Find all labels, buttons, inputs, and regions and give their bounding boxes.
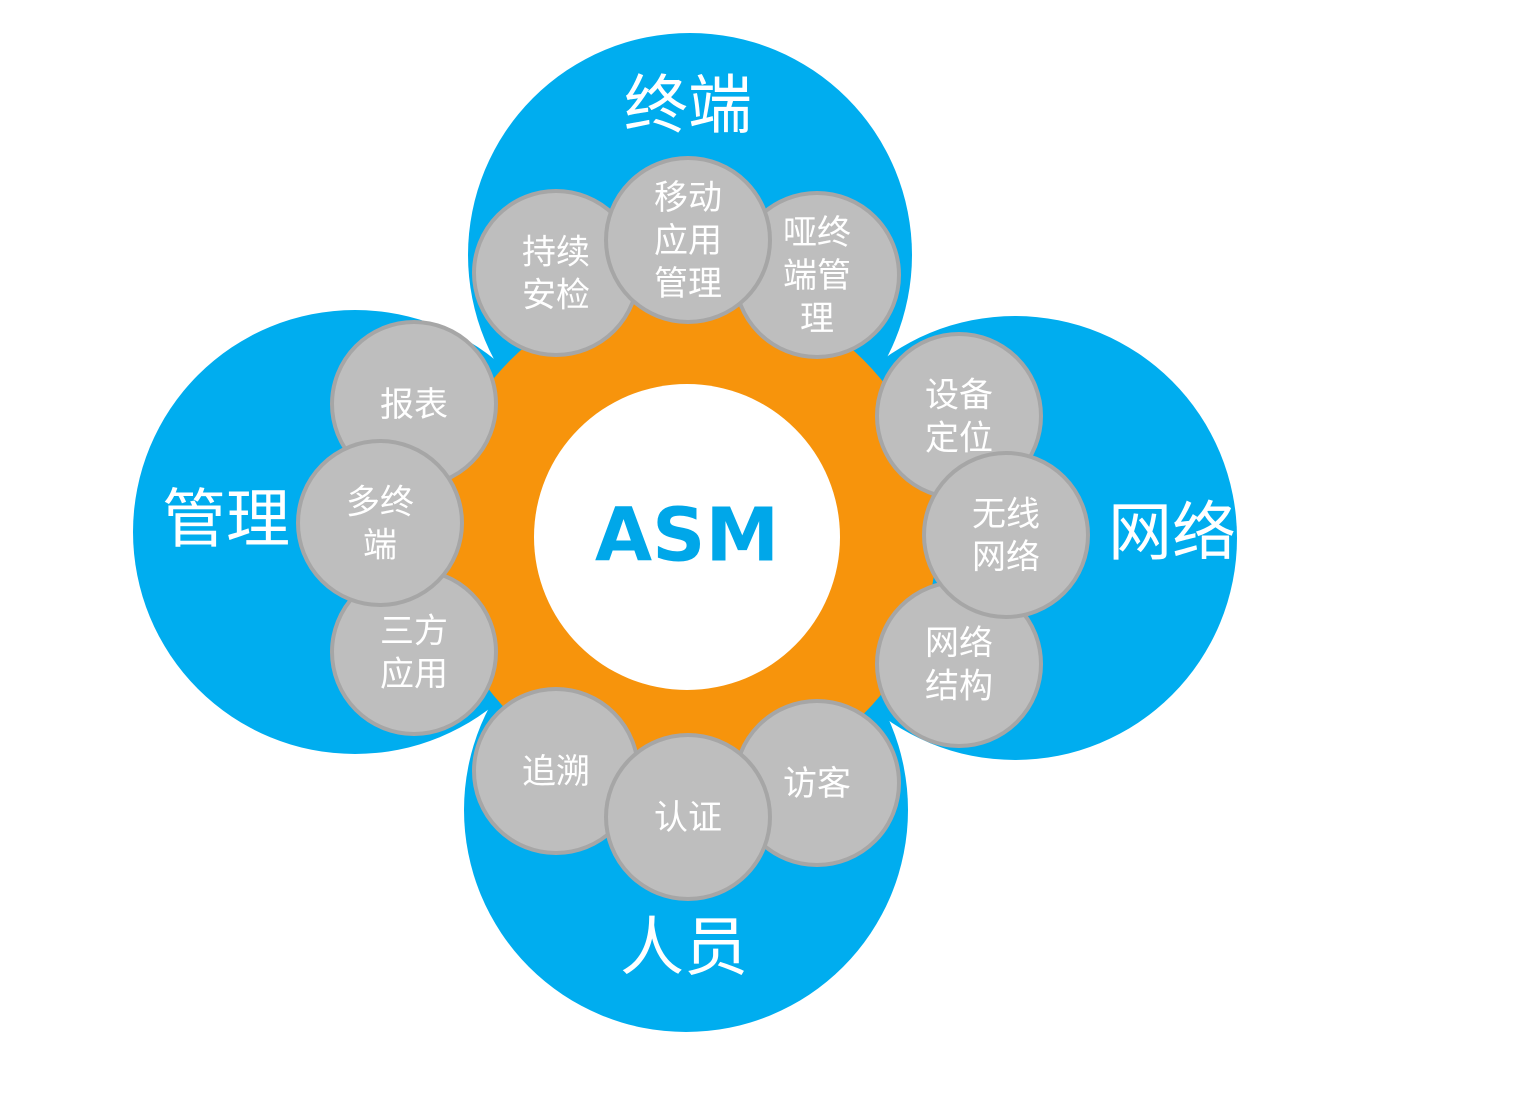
node-label-line: 持续 — [522, 233, 590, 273]
node-label-line: 管理 — [654, 264, 722, 304]
node-label-line: 三方 — [380, 612, 448, 652]
node-label-line: 理 — [800, 299, 834, 339]
node-label-line: 网络 — [925, 624, 993, 664]
node-label-line: 端管 — [783, 256, 851, 296]
node-label-line: 应用 — [380, 655, 448, 695]
category-title-management: 管理 — [162, 484, 290, 558]
hub-label: ASM — [595, 493, 779, 579]
node-label-line: 多终 — [346, 483, 414, 523]
category-title-terminal: 终端 — [624, 70, 752, 144]
node-label-line: 设备 — [925, 376, 993, 416]
node-label-line: 哑终 — [783, 213, 851, 253]
node-label-line: 认证 — [654, 798, 722, 838]
node-label-line: 结构 — [925, 667, 993, 707]
node-traceability: 追溯 — [472, 687, 640, 855]
node-label-line: 移动 — [654, 178, 722, 218]
node-label-line: 定位 — [925, 419, 993, 459]
node-label-line: 报表 — [380, 385, 448, 425]
category-title-people: 人员 — [620, 912, 748, 986]
node-multi-terminal: 多终端 — [296, 439, 464, 607]
node-visitor: 访客 — [733, 699, 901, 867]
node-label-line: 追溯 — [522, 752, 590, 792]
category-title-network: 网络 — [1108, 497, 1236, 571]
node-label-line: 访客 — [783, 764, 851, 804]
node-authentication: 认证 — [604, 733, 772, 901]
node-label-line: 无线 — [972, 495, 1040, 535]
node-label-line: 应用 — [654, 221, 722, 261]
node-label-line: 端 — [363, 526, 397, 566]
node-label-line: 安检 — [522, 276, 590, 316]
hub-circle — [534, 384, 840, 690]
node-label-line: 网络 — [972, 538, 1040, 578]
